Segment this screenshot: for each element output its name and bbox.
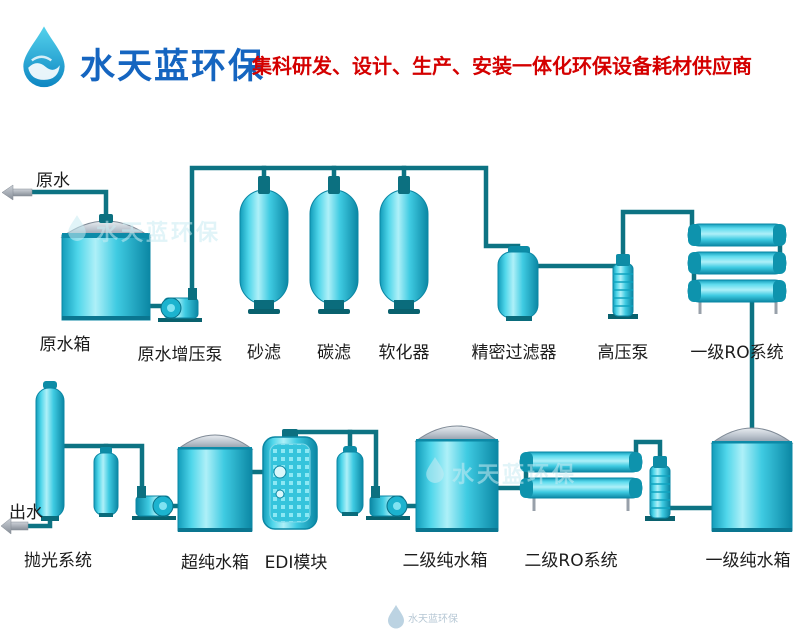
- label-softener: 软化器: [378, 343, 430, 363]
- footer-mark-text: 水天蓝环保: [408, 612, 458, 625]
- softener-vessel: [379, 175, 429, 315]
- outlet-arrow-icon: [0, 517, 29, 535]
- label-precision-filter: 精密过滤器: [471, 343, 557, 363]
- raw-water-inlet-icon: [1, 184, 33, 201]
- ro-system-1: [687, 223, 787, 314]
- sand-filter-vessel: [239, 175, 289, 315]
- label-raw-water: 原水: [36, 171, 70, 191]
- edi-module: [262, 429, 318, 530]
- label-outlet: 出水: [9, 503, 43, 523]
- label-booster-pump: 原水增压泵: [137, 345, 223, 365]
- footer-mark: 水天蓝环保: [388, 605, 458, 629]
- watermark-1: 水天蓝环保: [68, 215, 221, 246]
- ultrapure-water-tank: [176, 434, 254, 532]
- label-pure-tank-1: 一级纯水箱: [705, 551, 791, 571]
- raw-water-booster-pump: [157, 287, 203, 323]
- ro2-feed-pump: [644, 455, 676, 522]
- label-high-pressure-pump: 高压泵: [597, 343, 649, 363]
- polishing-feed-pump: [131, 485, 177, 521]
- polishing-system: [35, 381, 119, 521]
- ro-system-2: [519, 451, 643, 511]
- pure-water-tank-2: [414, 425, 500, 532]
- label-raw-water-tank: 原水箱: [39, 335, 91, 355]
- watermark-text: 水天蓝环保: [452, 463, 577, 488]
- edi-feed-pump: [365, 485, 411, 521]
- label-ro-system-2: 二级RO系统: [524, 551, 618, 571]
- label-polishing-system: 抛光系统: [24, 551, 92, 571]
- brand-tagline: 集科研发、设计、生产、安装一体化环保设备耗材供应商: [252, 54, 752, 78]
- brand-name: 水天蓝环保: [80, 47, 266, 87]
- label-sand-filter: 砂滤: [247, 343, 281, 363]
- watermark-2: 水天蓝环保: [426, 457, 577, 488]
- label-edi-module: EDI模块: [264, 553, 328, 573]
- carbon-filter-vessel: [309, 175, 359, 315]
- water-drop-logo-icon: [23, 26, 65, 88]
- label-ro-system-1: 一级RO系统: [690, 343, 784, 363]
- pure-water-tank-1: [710, 427, 794, 532]
- cartridge-filter: [336, 446, 364, 516]
- label-carbon-filter: 碳滤: [317, 343, 351, 363]
- precision-filter: [497, 246, 539, 321]
- label-pure-tank-2: 二级纯水箱: [402, 551, 488, 571]
- watermark-text: 水天蓝环保: [96, 221, 221, 246]
- label-ultrapure-tank: 超纯水箱: [181, 553, 249, 573]
